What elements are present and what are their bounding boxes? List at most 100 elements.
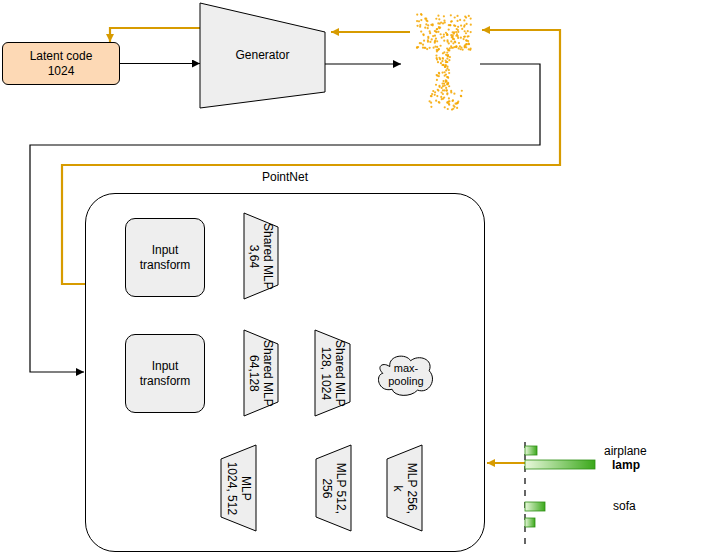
cloud-point: [430, 95, 432, 97]
cloud-point: [448, 104, 450, 106]
node-label: Generator: [218, 48, 308, 62]
cloud-point: [416, 25, 418, 27]
cloud-point: [429, 47, 431, 49]
cloud-point: [444, 66, 446, 68]
cloud-point: [464, 44, 466, 46]
cloud-point: [460, 95, 462, 97]
cloud-point: [424, 47, 426, 49]
cloud-point: [455, 46, 457, 48]
cloud-point: [460, 24, 462, 26]
cloud-point: [441, 37, 443, 39]
cloud-point: [465, 16, 467, 18]
transform-box: Input transform: [125, 218, 205, 297]
cloud-point: [443, 20, 445, 22]
cloud-point: [448, 28, 450, 30]
cloud-point: [452, 108, 454, 110]
cloud-point: [433, 47, 435, 49]
cloud-point: [422, 47, 424, 49]
mlp-trapezoid: MLP 1024, 512: [221, 445, 256, 531]
cloud-point: [445, 69, 447, 71]
class-label: sofa: [613, 499, 636, 513]
cloud-point: [435, 18, 437, 20]
cloud-point: [438, 102, 440, 104]
cloud-point: [454, 16, 456, 18]
layer-label: Shared MLP 128, 1024: [318, 338, 347, 408]
cloud-point: [450, 14, 452, 16]
cloud-point: [446, 52, 448, 54]
mlp-trapezoid: Shared MLP 64,128: [244, 330, 278, 416]
class-label: lamp: [612, 458, 640, 472]
cloud-point: [446, 54, 448, 56]
cloud-point: [446, 83, 448, 85]
cloud-point: [442, 80, 444, 82]
cloud-point: [467, 43, 469, 45]
flow-line: [325, 63, 401, 64]
cloud-point: [435, 38, 437, 40]
cloud-point: [448, 100, 450, 102]
cloud-point: [438, 27, 440, 29]
cloud-point: [437, 61, 439, 63]
cloud-point: [416, 46, 418, 48]
cloud-point: [440, 96, 442, 98]
cloud-point: [468, 15, 470, 17]
cloud-point: [434, 94, 436, 96]
cloud-point: [438, 72, 440, 74]
cloud-point: [423, 34, 425, 36]
cloud-point: [455, 45, 457, 47]
cloud-point: [446, 47, 448, 49]
cloud-point: [445, 81, 447, 83]
cloud-point: [464, 30, 466, 32]
cloud-point: [443, 33, 445, 35]
layer-label: MLP 512, 256: [319, 460, 348, 516]
mlp-trapezoid: Shared MLP 3,64: [244, 213, 278, 299]
node-outline-path: [315, 330, 350, 416]
cloud-point: [436, 79, 438, 81]
cloud-point: [416, 20, 418, 22]
cloud-point: [450, 90, 452, 92]
cloud-point: [437, 89, 439, 91]
node-label: Latent code 1024: [21, 49, 101, 78]
cloud-point: [426, 48, 428, 50]
cloud-point: [448, 59, 450, 61]
cloud-point: [436, 49, 438, 51]
cloud-point: [422, 33, 424, 35]
cloud-point: [438, 101, 440, 103]
cloud-point: [453, 106, 455, 108]
node-outline-path: [221, 445, 256, 531]
cloud-point: [438, 75, 440, 77]
node-label: Input transform: [130, 359, 200, 388]
transform-box: Input transform: [125, 334, 205, 413]
cloud-point: [450, 40, 452, 42]
score-bar: [525, 460, 595, 469]
cloud-point: [438, 18, 440, 20]
cloud-point: [427, 27, 429, 29]
cloud-point: [446, 34, 448, 36]
cloud-point: [446, 61, 448, 63]
cloud-point: [446, 89, 448, 91]
cloud-point: [443, 71, 445, 73]
cloud-point: [465, 43, 467, 45]
cloud-point: [468, 48, 470, 50]
cloud-point: [454, 41, 456, 43]
cloud-point: [435, 30, 437, 32]
cloud-point: [442, 93, 444, 95]
cloud-point: [425, 23, 427, 25]
layer-label: MLP 256, k: [390, 460, 419, 516]
cloud-point: [464, 35, 466, 37]
cloud-point: [453, 31, 455, 33]
cloud-point: [459, 19, 461, 21]
cloud-point: [445, 73, 447, 75]
cloud-point: [460, 37, 462, 39]
cloud-point: [447, 83, 449, 85]
cloud-point: [448, 72, 450, 74]
cloud-point: [451, 100, 453, 102]
cloud-point: [423, 40, 425, 42]
cloud-point: [442, 89, 444, 91]
node-label: Input transform: [130, 243, 200, 272]
cloud-point: [463, 38, 465, 40]
cloud-point: [437, 15, 439, 17]
flow-arrow: [120, 63, 200, 64]
cloud-point: [457, 26, 459, 28]
cloud-point: [442, 64, 444, 66]
cloud-point: [456, 102, 458, 104]
